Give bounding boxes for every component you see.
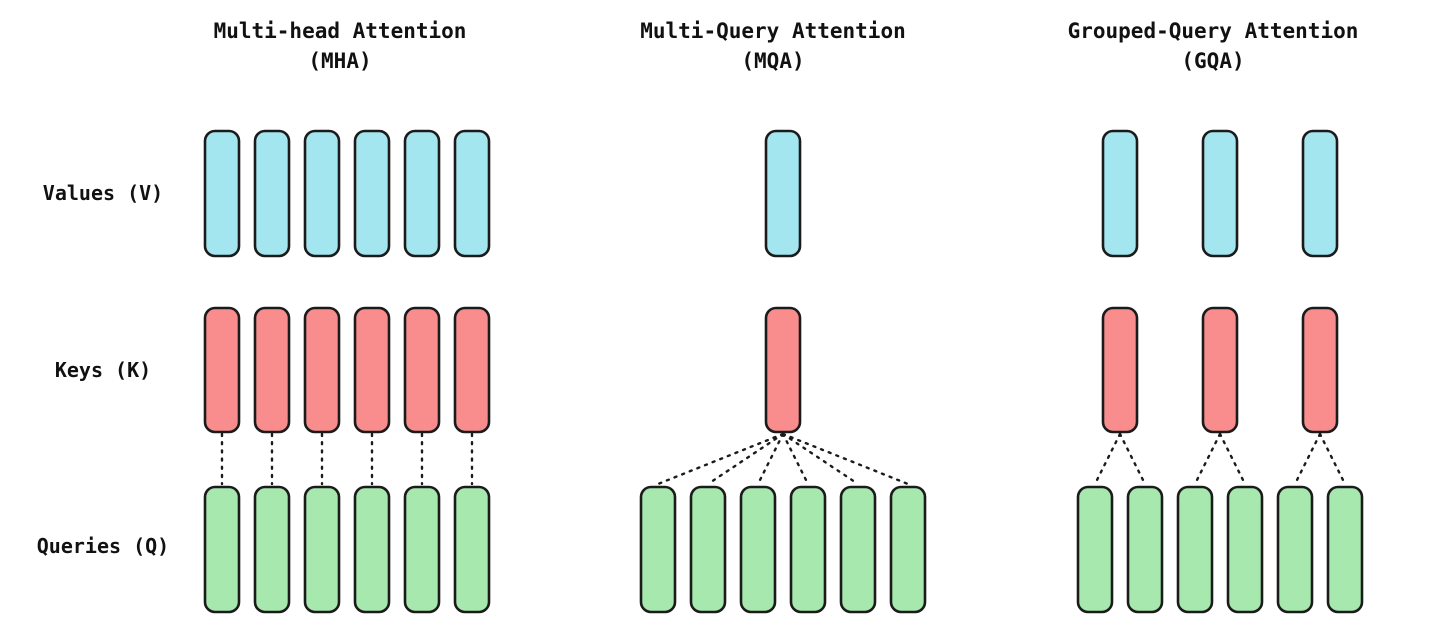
panel-title-mqa: Multi-Query Attention (MQA) (523, 16, 1023, 76)
gqa-value-bar (1301, 129, 1339, 258)
row-label-queries: Queries (Q) (36, 534, 170, 558)
mha-key-bar (253, 306, 291, 434)
panel-title-gqa: Grouped-Query Attention (GQA) (963, 16, 1456, 76)
panel-title-mha-line2: (MHA) (308, 49, 372, 73)
key-query-connection-line (1193, 432, 1222, 486)
mha-key-bar (453, 306, 491, 434)
mha-query-bar (253, 485, 291, 614)
key-query-connection-line (781, 432, 910, 486)
mqa-query-bar (839, 485, 877, 614)
mha-query-bar (453, 485, 491, 614)
gqa-value-bar (1201, 129, 1239, 258)
mha-value-bar (353, 129, 391, 258)
key-query-connection-line (1218, 432, 1247, 486)
gqa-key-bar (1201, 306, 1239, 434)
key-query-connection-line (1318, 432, 1347, 486)
mqa-value-bar (764, 129, 802, 258)
gqa-query-bar (1126, 485, 1164, 614)
key-query-connection-line (1293, 432, 1322, 486)
gqa-value-bar (1101, 129, 1139, 258)
gqa-key-bar (1101, 306, 1139, 434)
gqa-query-bar (1226, 485, 1264, 614)
panel-title-mha-line1: Multi-head Attention (213, 19, 467, 43)
mqa-query-bar (739, 485, 777, 614)
key-query-connection-line (1118, 432, 1147, 486)
gqa-query-bar (1076, 485, 1114, 614)
mqa-query-bar (789, 485, 827, 614)
mha-query-bar (353, 485, 391, 614)
mqa-query-bar (889, 485, 927, 614)
mha-query-bar (403, 485, 441, 614)
gqa-key-bar (1301, 306, 1339, 434)
mha-key-bar (353, 306, 391, 434)
gqa-query-bar (1326, 485, 1364, 614)
key-query-connection-line (781, 432, 860, 486)
gqa-query-bar (1176, 485, 1214, 614)
row-label-values: Values (V) (42, 181, 164, 205)
mha-key-bar (403, 306, 441, 434)
mqa-query-bar (639, 485, 677, 614)
mha-value-bar (403, 129, 441, 258)
mha-value-bar (203, 129, 241, 258)
mha-value-bar (303, 129, 341, 258)
mqa-key-bar (764, 306, 802, 434)
mha-key-bar (203, 306, 241, 434)
panel-title-mha: Multi-head Attention (MHA) (90, 16, 590, 76)
key-query-connection-line (656, 432, 785, 486)
mqa-query-bar (689, 485, 727, 614)
mha-value-bar (453, 129, 491, 258)
gqa-query-bar (1276, 485, 1314, 614)
panel-title-gqa-line2: (GQA) (1181, 49, 1245, 73)
key-query-connection-line (1093, 432, 1122, 486)
panel-title-mqa-line1: Multi-Query Attention (640, 19, 906, 43)
panel-title-gqa-line1: Grouped-Query Attention (1067, 19, 1359, 43)
row-label-keys: Keys (K) (54, 358, 152, 382)
panel-title-mqa-line2: (MQA) (741, 49, 805, 73)
key-query-connection-line (756, 432, 785, 486)
mha-value-bar (253, 129, 291, 258)
mha-query-bar (203, 485, 241, 614)
key-query-connection-line (706, 432, 785, 486)
key-query-connection-line (781, 432, 810, 486)
mha-key-bar (303, 306, 341, 434)
mha-query-bar (303, 485, 341, 614)
